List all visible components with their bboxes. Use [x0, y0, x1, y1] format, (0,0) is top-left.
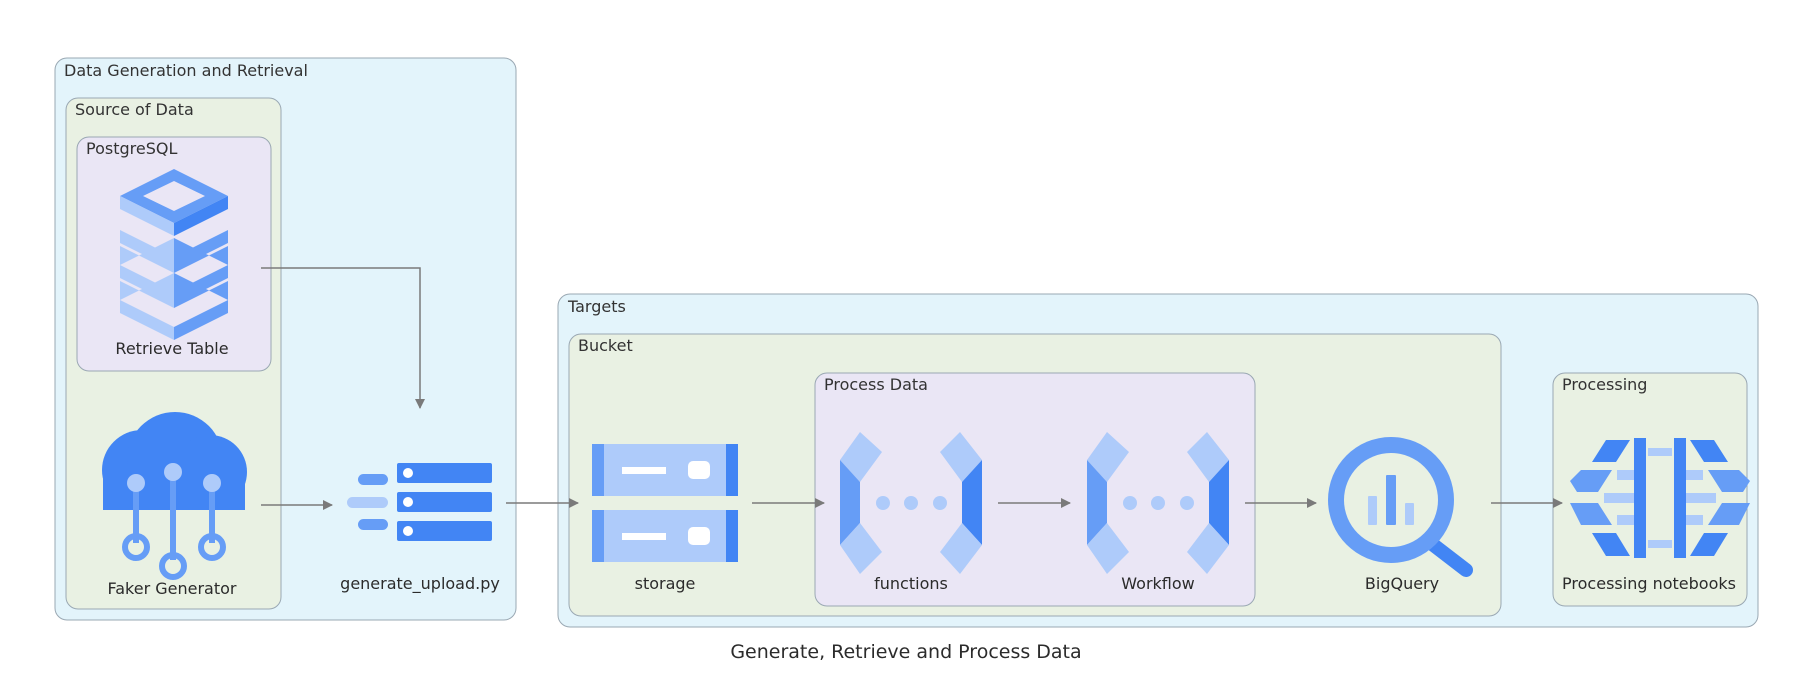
cloud-functions-icon — [840, 432, 982, 574]
cluster-process-data: Process Data — [814, 372, 1256, 607]
node-processing-notebooks[interactable]: Processing notebooks — [1562, 438, 1750, 593]
diagram-title: Generate, Retrieve and Process Data — [730, 641, 1081, 663]
cluster-label-processing: Processing — [1562, 375, 1647, 394]
node-bigquery[interactable]: BigQuery — [1328, 437, 1473, 593]
cluster-label-data-generation: Data Generation and Retrieval — [64, 61, 308, 80]
node-storage[interactable]: storage — [592, 444, 738, 593]
cluster-label-bucket: Bucket — [578, 336, 633, 355]
node-faker-generator[interactable]: Faker Generator — [102, 412, 247, 598]
cluster-label-postgresql: PostgreSQL — [86, 139, 177, 158]
edges — [261, 267, 1563, 510]
node-label-workflow: Workflow — [1121, 574, 1194, 593]
node-label-retrieve-table: Retrieve Table — [115, 339, 228, 358]
node-label-processing-notebooks: Processing notebooks — [1562, 574, 1736, 593]
ai-platform-icon — [1570, 438, 1750, 558]
node-label-bigquery: BigQuery — [1365, 574, 1439, 593]
node-functions[interactable]: functions — [840, 432, 982, 593]
iot-core-icon — [102, 412, 247, 580]
cluster-label-targets: Targets — [567, 297, 626, 316]
workflows-icon — [1087, 432, 1229, 574]
node-label-faker-generator: Faker Generator — [108, 579, 237, 598]
bigquery-icon — [1328, 437, 1473, 577]
node-workflow[interactable]: Workflow — [1087, 432, 1229, 593]
edge-retrieve-to-generate — [261, 267, 425, 409]
node-label-generate-upload: generate_upload.py — [340, 574, 500, 594]
cloud-storage-icon — [592, 444, 738, 562]
node-label-functions: functions — [874, 574, 948, 593]
cluster-label-source-of-data: Source of Data — [75, 100, 194, 119]
node-retrieve-table[interactable]: Retrieve Table — [115, 169, 229, 358]
cluster-label-process-data: Process Data — [824, 375, 928, 394]
node-label-storage: storage — [635, 574, 696, 593]
cloud-sql-icon — [120, 169, 228, 340]
node-generate-upload[interactable]: generate_upload.py — [340, 463, 500, 594]
server-list-icon — [347, 463, 492, 541]
